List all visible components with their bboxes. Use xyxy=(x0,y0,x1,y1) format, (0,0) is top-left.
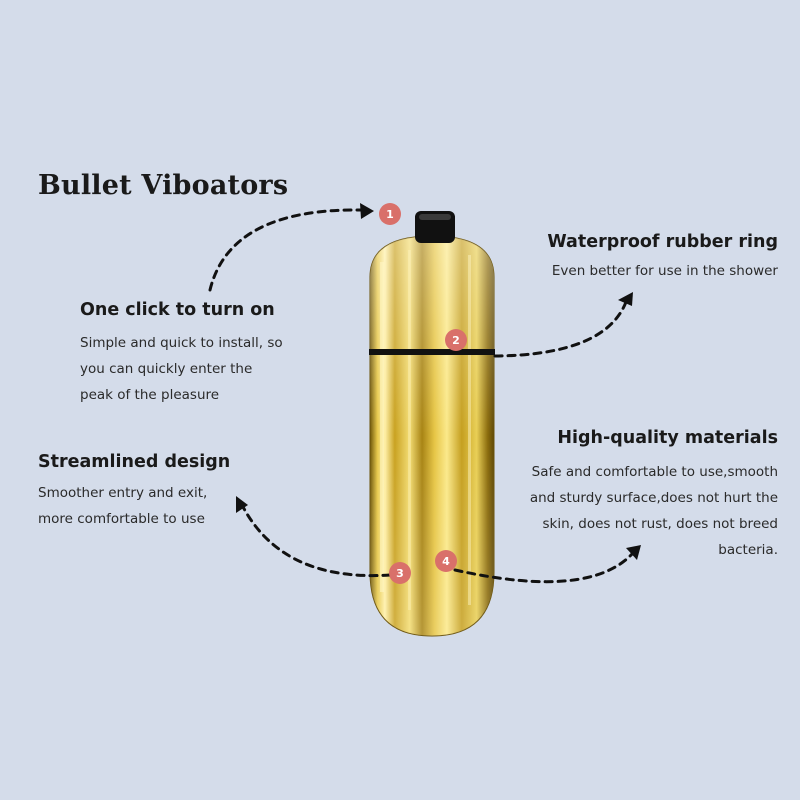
arrowhead-4 xyxy=(626,545,641,560)
feature-4-line: bacteria. xyxy=(718,542,778,558)
feature-1-line: Simple and quick to install, so xyxy=(80,335,283,351)
page-title: Bullet Viboators xyxy=(38,170,289,201)
feature-3-line: more comfortable to use xyxy=(38,511,205,527)
badge-2: 2 xyxy=(445,329,467,351)
feature-1-heading: One click to turn on xyxy=(80,300,275,320)
arrow-4 xyxy=(453,551,635,584)
feature-4-line: Safe and comfortable to use,smooth xyxy=(531,464,778,480)
feature-1-line: you can quickly enter the xyxy=(80,361,253,377)
feature-3-heading: Streamlined design xyxy=(38,452,231,472)
svg-text:2: 2 xyxy=(452,334,460,347)
feature-2-heading: Waterproof rubber ring xyxy=(547,232,778,252)
feature-4-line: skin, does not rust, does not breed xyxy=(542,516,778,532)
svg-text:1: 1 xyxy=(386,208,394,221)
power-button-icon xyxy=(415,211,455,243)
arrow-2 xyxy=(493,300,628,358)
feature-4-heading: High-quality materials xyxy=(557,428,778,448)
feature-4-description: Safe and comfortable to use,smooth and s… xyxy=(478,459,778,563)
rubber-ring xyxy=(369,349,495,355)
svg-text:3: 3 xyxy=(396,567,404,580)
arrowhead-2 xyxy=(618,292,633,306)
arrow-3 xyxy=(240,503,392,578)
svg-text:4: 4 xyxy=(442,555,450,568)
badge-3: 3 xyxy=(389,562,411,584)
arrowhead-1 xyxy=(360,203,374,219)
badge-4: 4 xyxy=(435,550,457,572)
feature-1-description: Simple and quick to install, so you can … xyxy=(80,330,340,408)
feature-3-line: Smoother entry and exit, xyxy=(38,485,208,501)
feature-3-description: Smoother entry and exit, more comfortabl… xyxy=(38,480,278,532)
feature-1-line: peak of the pleasure xyxy=(80,387,220,403)
feature-2-line: Even better for use in the shower xyxy=(551,263,778,279)
arrow-1 xyxy=(208,208,364,292)
feature-2-description: Even better for use in the shower xyxy=(478,258,778,284)
badge-1: 1 xyxy=(379,203,401,225)
feature-4-line: and sturdy surface,does not hurt the xyxy=(529,490,778,506)
arrowhead-3 xyxy=(236,496,248,513)
